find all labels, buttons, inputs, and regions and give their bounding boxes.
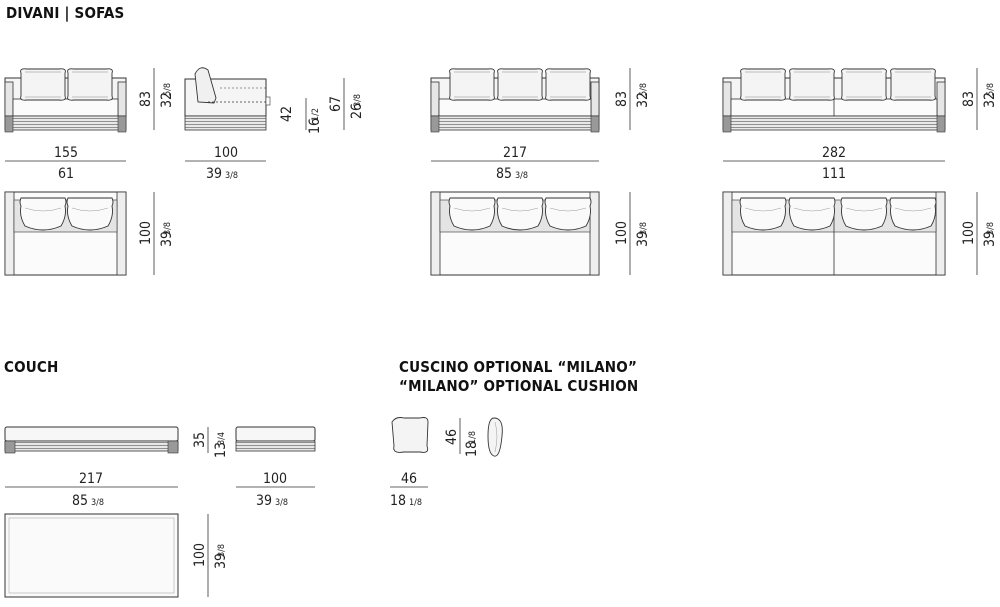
couch-depth-in: 39 (213, 553, 229, 569)
sofa-side-depth-cm: 100 (214, 145, 238, 161)
sofa-155-width-in: 61 (58, 166, 74, 182)
sofa-217-height-in: 32 (635, 92, 651, 108)
couch-side-in-frac: 3/8 (275, 498, 288, 508)
cushion-front (391, 417, 429, 453)
sofa-side-seat-in-frac: 1/2 (311, 108, 321, 121)
couch-side-cm: 100 (263, 471, 287, 487)
cushion-title-it: CUSCINO OPTIONAL “MILANO” (399, 358, 638, 376)
cushion-height-cm: 46 (444, 429, 460, 445)
sofa-155-height-in: 32 (159, 92, 175, 108)
sofa-217-height-cm: 83 (614, 91, 630, 107)
sofa-217-front (430, 68, 600, 133)
couch-depth-cm: 100 (192, 543, 208, 567)
sofa-217-width-cm: 217 (503, 145, 527, 161)
sofa-217-width-in-frac: 3/8 (515, 171, 528, 181)
cushion-height-in-frac: 1/8 (468, 431, 478, 444)
sofa-282-height-cm: 83 (961, 91, 977, 107)
sofa-155-top (4, 191, 127, 276)
cushion-height-in: 18 (464, 441, 480, 457)
sofas-title: DIVANI | SOFAS (6, 4, 125, 22)
sofa-217-depth-in-frac: 3/8 (639, 222, 649, 235)
sofa-217-top (430, 191, 600, 276)
couch-top (4, 513, 179, 598)
sofa-282-height-in-frac: 5/8 (986, 83, 996, 96)
sofa-side-arm-in: 26 (349, 103, 365, 119)
sofa-155-depth-in: 39 (159, 231, 175, 247)
couch-height-cm: 35 (192, 432, 208, 448)
sofa-282-top (722, 191, 946, 276)
sofa-155-depth-in-frac: 3/8 (163, 222, 173, 235)
couch-width-in-frac: 3/8 (91, 498, 104, 508)
sofa-side-seat-cm: 42 (279, 106, 295, 122)
cushion-side (487, 417, 503, 457)
couch-height-in: 13 (213, 442, 229, 458)
couch-title: COUCH (4, 358, 59, 376)
couch-side-in: 39 (256, 493, 272, 509)
sofa-side-depth-in: 39 (206, 166, 222, 182)
sofa-217-width-in: 85 (496, 166, 512, 182)
couch-side (235, 426, 316, 452)
sofa-217-depth-cm: 100 (614, 221, 630, 245)
cushion-width-in: 18 (390, 493, 406, 509)
sofa-282-depth-cm: 100 (961, 221, 977, 245)
sofa-155-depth-cm: 100 (138, 221, 154, 245)
cushion-width-cm: 46 (401, 471, 417, 487)
sofa-282-front (722, 68, 946, 133)
couch-width-cm: 217 (79, 471, 103, 487)
sofa-side-arm-in-frac: 3/8 (353, 94, 363, 107)
sofa-side-view (184, 67, 271, 131)
sofa-side-arm-cm: 67 (328, 96, 344, 112)
sofa-side-depth-in-frac: 3/8 (225, 171, 238, 181)
couch-width-in: 85 (72, 493, 88, 509)
sofa-155-width-cm: 155 (54, 145, 78, 161)
sofa-282-height-in: 32 (982, 92, 998, 108)
cushion-width-in-frac: 1/8 (409, 498, 422, 508)
sofa-217-depth-in: 39 (635, 231, 651, 247)
couch-height-in-frac: 3/4 (217, 432, 227, 445)
sofa-155-front (4, 68, 127, 133)
cushion-title-en: “MILANO” OPTIONAL CUSHION (399, 377, 639, 395)
sofa-155-height-cm: 83 (138, 91, 154, 107)
couch-front (4, 426, 179, 454)
sofa-282-width-cm: 282 (822, 145, 846, 161)
couch-depth-in-frac: 3/8 (217, 544, 227, 557)
sofa-side-seat-in: 16 (307, 118, 323, 134)
sofa-282-width-in: 111 (822, 166, 846, 182)
sofa-282-depth-in-frac: 3/8 (986, 222, 996, 235)
sofa-155-height-in-frac: 5/8 (163, 83, 173, 96)
sofa-217-height-in-frac: 5/8 (639, 83, 649, 96)
sofa-282-depth-in: 39 (982, 231, 998, 247)
